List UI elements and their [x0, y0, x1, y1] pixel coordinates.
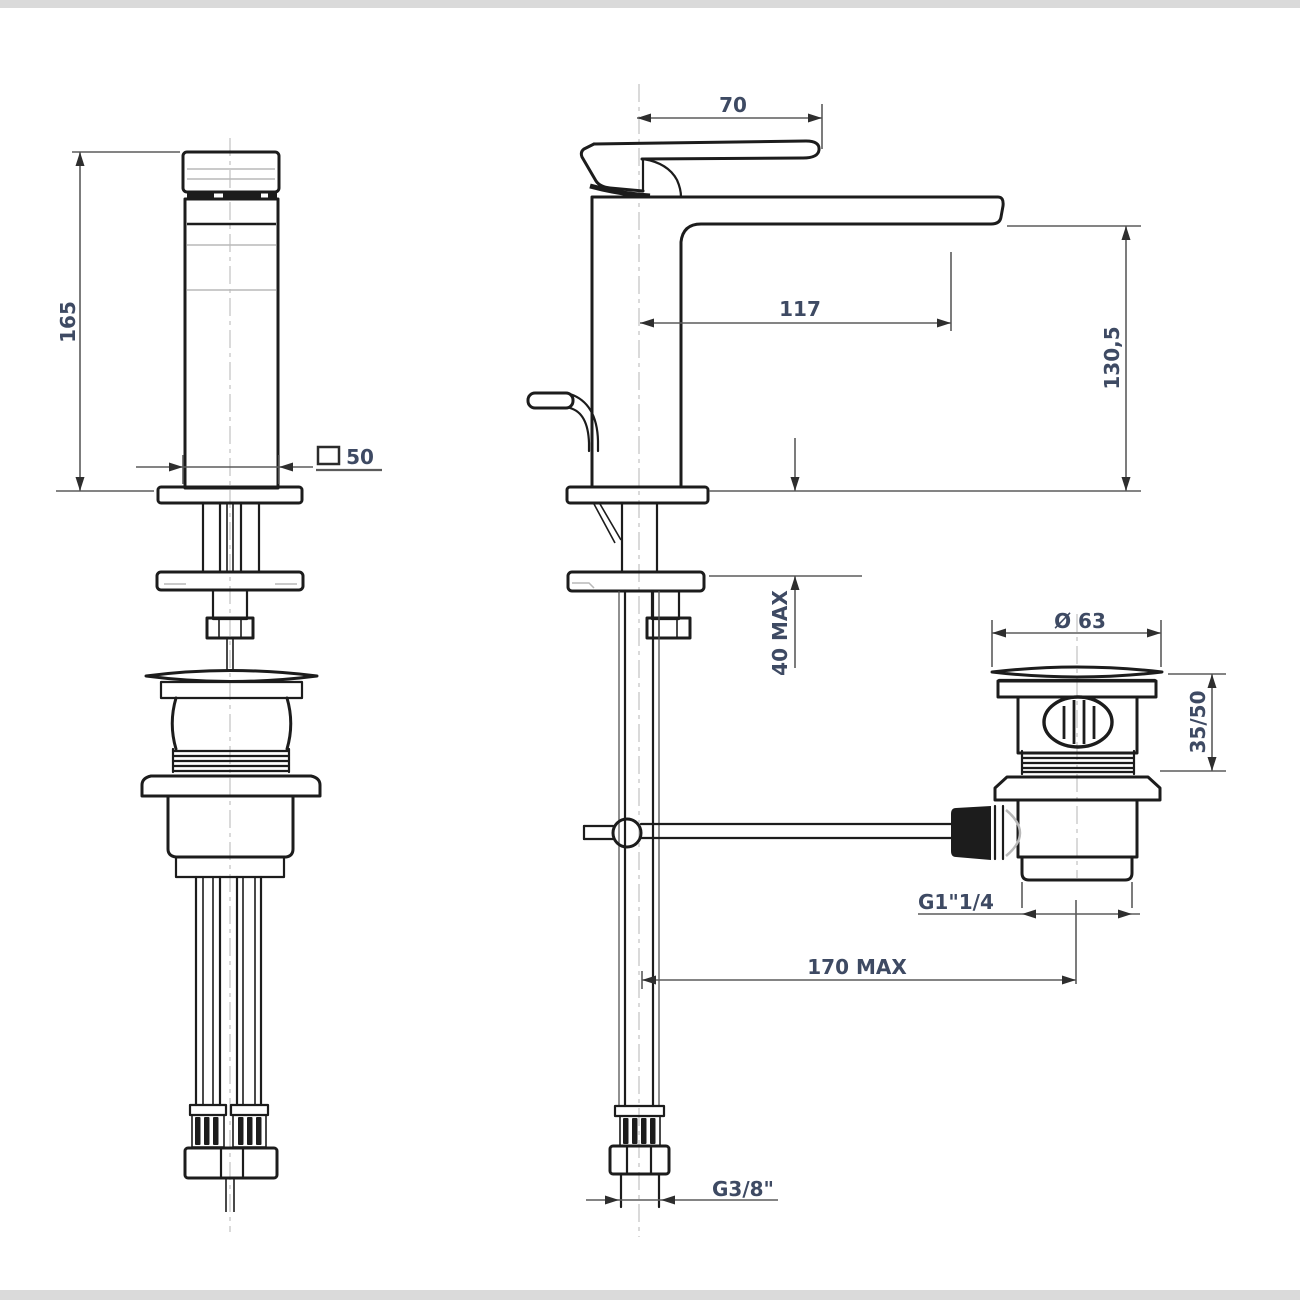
dim-label-spout-reach: 117 [779, 297, 821, 321]
dimension-arrows [75, 113, 1217, 1205]
waste-lower-body [1016, 798, 1139, 859]
dim-label-waste-thread: G1"1/4 [918, 890, 994, 914]
hose-connectors-side [183, 1103, 279, 1212]
dim-label-body-height: 165 [56, 301, 80, 343]
waste-threads-front [1020, 749, 1136, 776]
waste-tailpipe [1020, 855, 1134, 882]
popup-knob-rod [568, 392, 600, 453]
mounting-nut-front [645, 616, 692, 640]
supply-hoses-side [194, 875, 263, 1107]
linkage-ball-joint [611, 817, 643, 849]
mounting-rods-side [201, 501, 261, 574]
waste-locknut [140, 774, 322, 798]
hose-nut-front [608, 1144, 671, 1176]
shank-front [593, 501, 659, 574]
handle-lever [592, 139, 821, 161]
rod-coupling-nut [951, 806, 991, 860]
popup-knob [526, 391, 575, 410]
dim-label-spout-height: 130,5 [1100, 326, 1124, 389]
waste-flange-lens [144, 669, 319, 683]
waste-flange-lens-front [990, 665, 1164, 679]
dim-label-deck-thickness: 40 MAX [768, 590, 792, 676]
mounting-flange-front [566, 570, 706, 593]
popup-waste-view [951, 665, 1164, 882]
base-plate-side [156, 485, 304, 505]
waste-side [140, 669, 322, 879]
waste-cup-step [174, 855, 286, 879]
faucet-side-view [140, 150, 322, 1212]
supply-pipe-front [618, 589, 660, 1108]
screw-slots [1062, 700, 1096, 744]
flange-notch [572, 582, 595, 589]
page-edge-bottom [0, 1290, 1300, 1300]
waste-lower-flange [993, 775, 1162, 802]
faucet-front-view [526, 139, 1005, 1209]
square-symbol [316, 445, 341, 466]
waste-slotted-screw [1042, 695, 1114, 749]
dim-label-flange-diameter: Ø 63 [1054, 609, 1106, 633]
mounting-nut-side [205, 616, 255, 640]
handle-hub [641, 157, 683, 199]
dimension-labels: 70 165 50 117 130,5 40 MAX Ø 63 35/50 G1… [56, 93, 1210, 1201]
dimension-lines [56, 104, 1226, 1201]
handle-side [181, 150, 281, 194]
waste-threads [171, 747, 291, 774]
page-edge-top [0, 0, 1300, 8]
dim-label-adjustment-height: 35/50 [1186, 691, 1210, 754]
waste-body-sides [170, 696, 293, 751]
dim-label-rod-length: 170 MAX [807, 955, 907, 979]
supply-hose-end-front [608, 1104, 671, 1209]
waste-flange-ring [159, 680, 304, 700]
dim-label-handle-length: 70 [719, 93, 747, 117]
ball-joint-arc [1005, 809, 1022, 857]
popup-knob-rod [568, 406, 591, 453]
body-and-spout [590, 195, 1005, 489]
hose-nut-side [183, 1146, 279, 1180]
dim-label-supply-thread: G3/8" [712, 1177, 774, 1201]
popup-linkage [582, 817, 958, 849]
base-plate-front [565, 485, 710, 505]
dim-label-body-width: 50 [346, 445, 374, 469]
